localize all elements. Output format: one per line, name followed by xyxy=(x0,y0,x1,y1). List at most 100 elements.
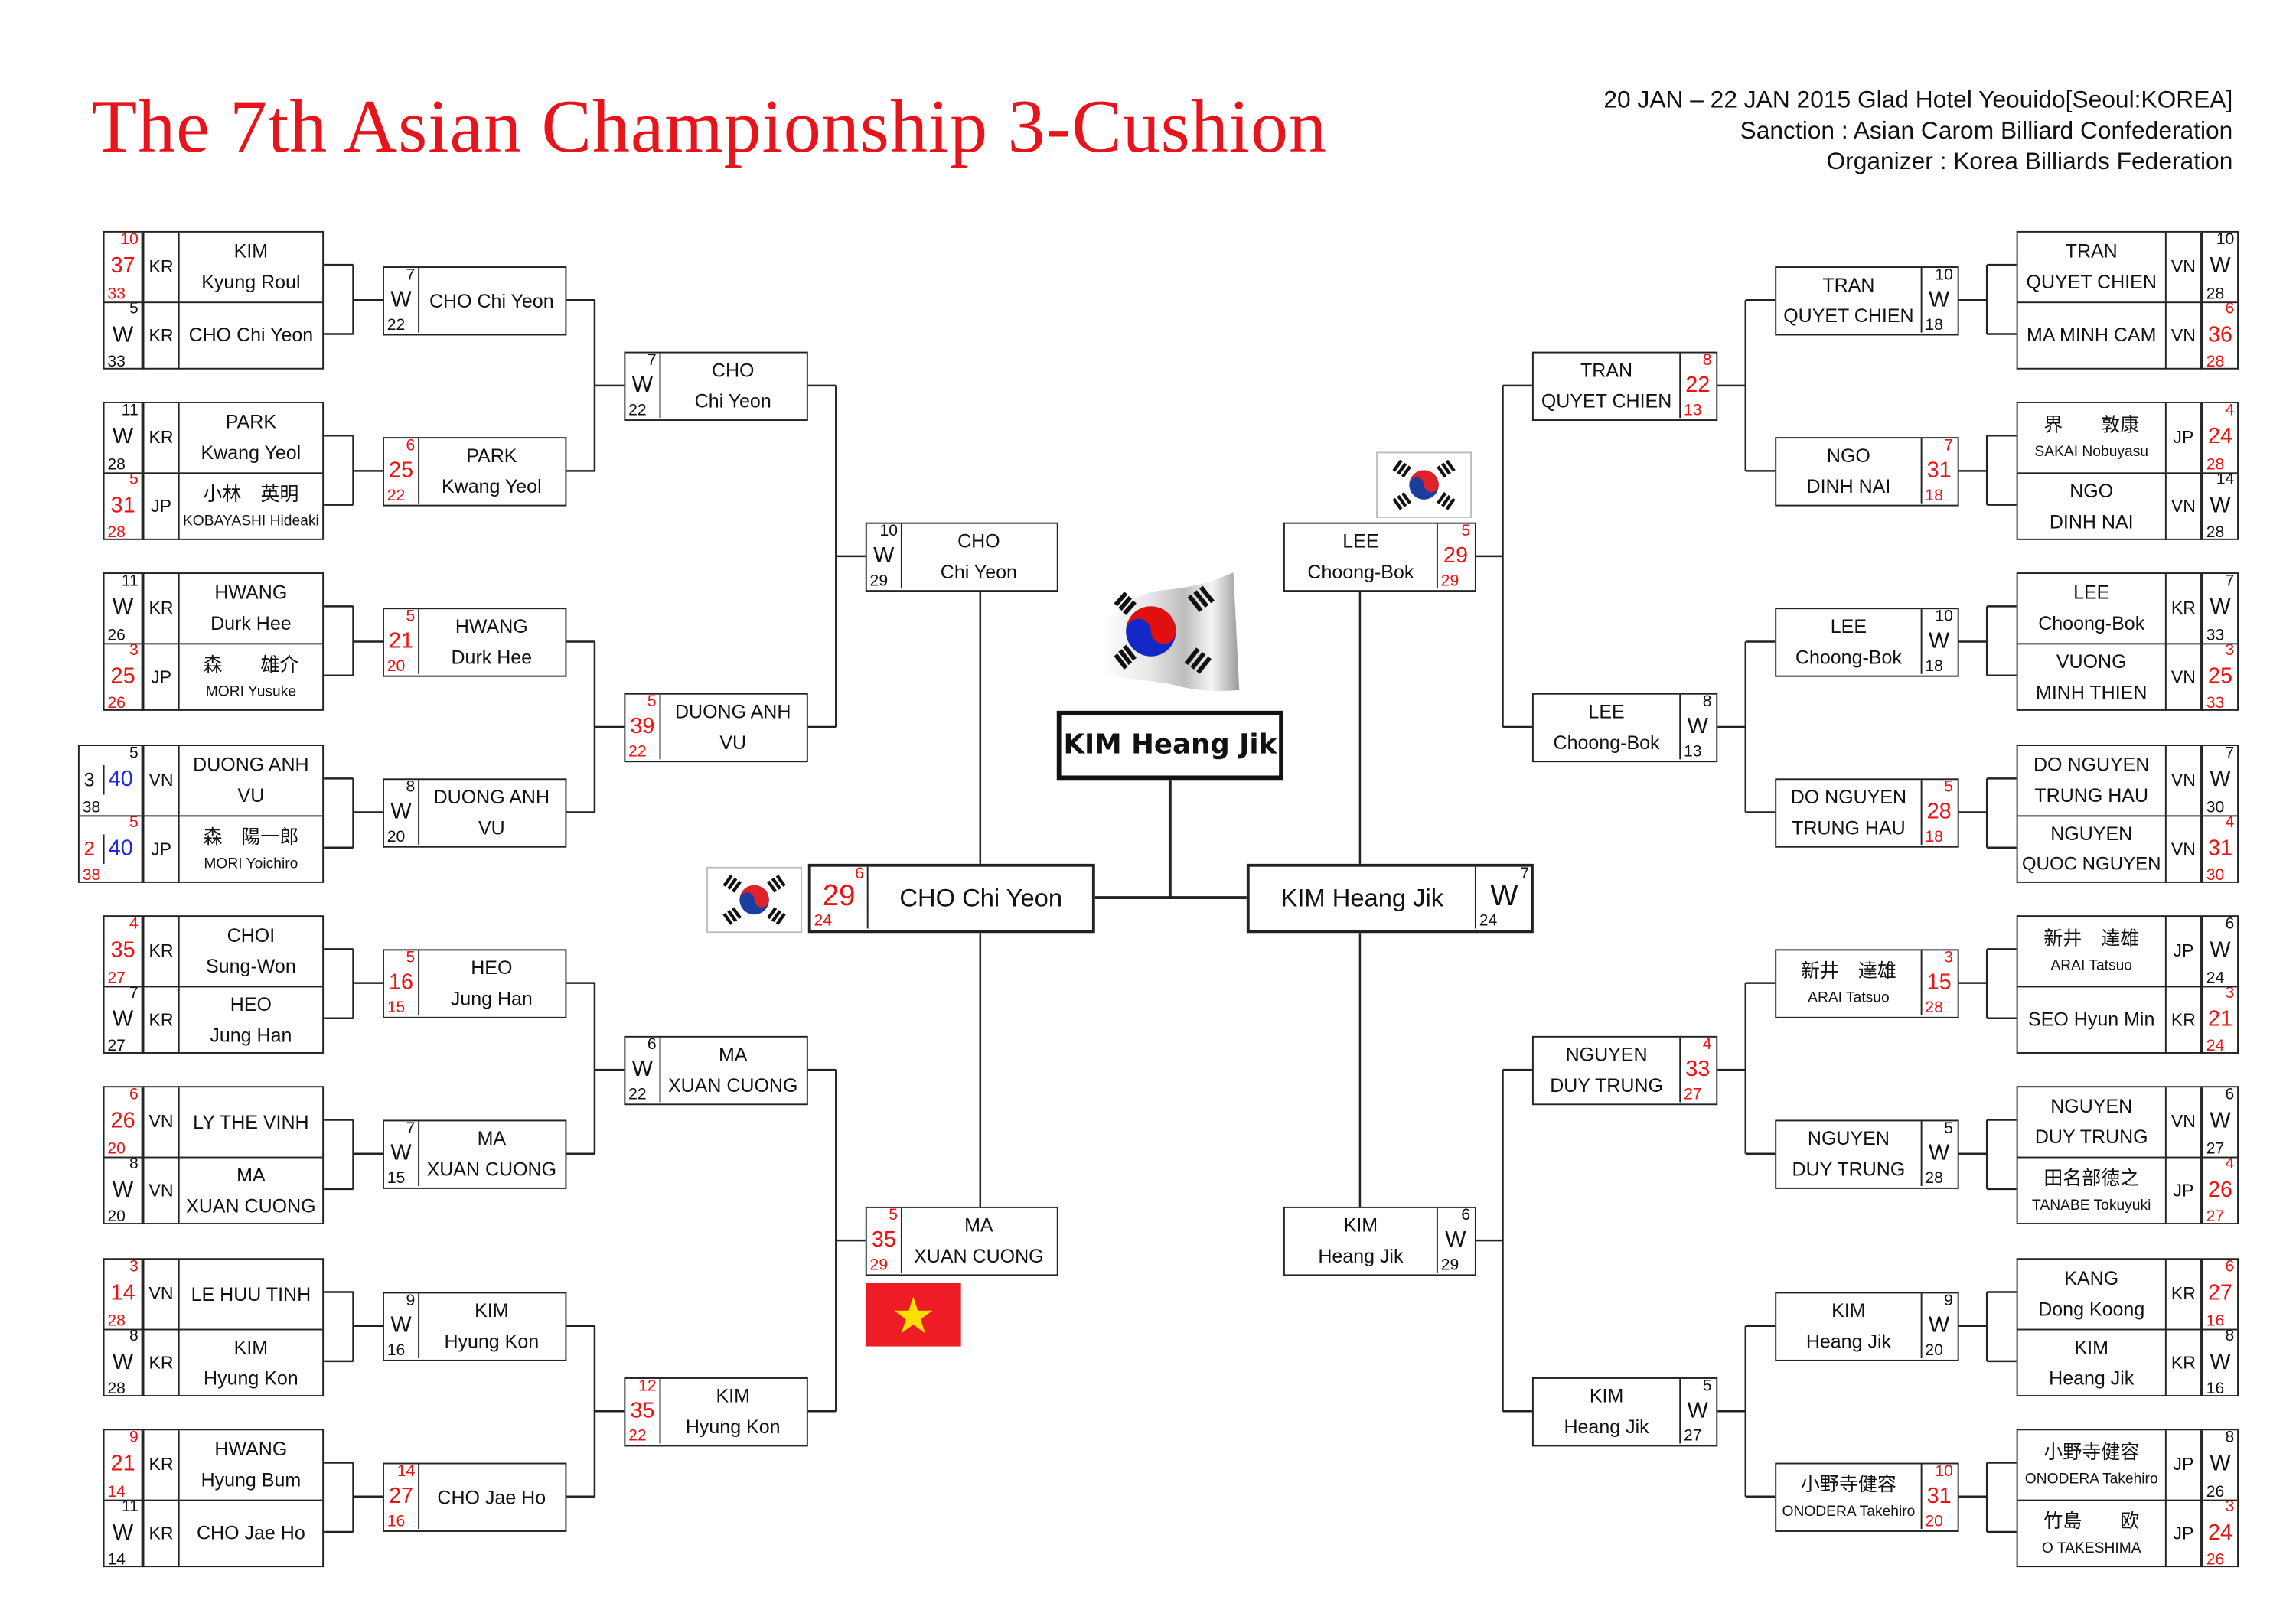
score-value: W xyxy=(1445,1227,1466,1253)
row-divider xyxy=(104,1328,323,1330)
innings: 38 xyxy=(82,798,101,815)
player-name: HWANG Durk Hee xyxy=(419,609,563,674)
innings: 27 xyxy=(2206,1207,2225,1225)
player-name-line: Durk Hee xyxy=(451,646,533,669)
player-name-line: Dong Koong xyxy=(2038,1298,2145,1321)
player-name-line: TANABE Tokuyuki xyxy=(2032,1197,2151,1214)
country-code: JP xyxy=(2164,402,2202,472)
player-name-line: ONODERA Takehiro xyxy=(1782,1504,1916,1520)
score-value: 35 xyxy=(110,937,135,963)
player-name-line: TRAN xyxy=(1822,273,1875,296)
innings: 18 xyxy=(1925,316,1943,333)
event-dates-venue: 20 JAN – 22 JAN 2015 Glad Hotel Yeouido[… xyxy=(1603,86,2233,114)
score-value: 31 xyxy=(110,493,135,518)
country-code-text: JP xyxy=(2173,1454,2194,1475)
row-divider xyxy=(104,471,323,474)
player-name-line: XUAN CUONG xyxy=(914,1244,1044,1267)
player-name-line: QUYET CHIEN xyxy=(1783,305,1914,327)
game-number: 8 xyxy=(406,780,416,797)
innings: 14 xyxy=(107,1550,126,1568)
row-divider xyxy=(104,1498,323,1501)
player-name-line: Heang Jik xyxy=(1318,1244,1404,1267)
game-number: 5 xyxy=(1944,1121,1953,1138)
player-name-line: KANG xyxy=(2064,1267,2119,1290)
player-name-line: KIM xyxy=(716,1384,750,1407)
innings: 20 xyxy=(107,1139,126,1156)
player-name-line: HWANG xyxy=(455,614,528,637)
country-code: KR xyxy=(2164,985,2202,1054)
innings: 30 xyxy=(2206,798,2225,815)
korea-flag-icon xyxy=(706,867,802,934)
country-code-text: KR xyxy=(148,324,174,346)
country-code: JP xyxy=(2164,1155,2202,1225)
game-number: 5 xyxy=(129,471,139,488)
innings: 16 xyxy=(386,1341,406,1359)
score-value: 22 xyxy=(1685,372,1711,398)
player-name-line: MA xyxy=(477,1127,507,1149)
innings: 22 xyxy=(628,1427,647,1444)
game-number: 6 xyxy=(647,1037,657,1054)
score-value: 26 xyxy=(2207,1177,2233,1202)
player-name-line: VU xyxy=(719,731,747,754)
country-code-text: KR xyxy=(148,1522,174,1543)
game-number: 5 xyxy=(129,746,139,763)
country-code: VN xyxy=(2164,642,2202,711)
country-code-text: VN xyxy=(2170,495,2196,517)
score-value: W xyxy=(390,1140,412,1166)
country-code-text: VN xyxy=(148,770,174,791)
score-value: W xyxy=(390,287,412,313)
game-number: 12 xyxy=(638,1378,657,1396)
game-number: 7 xyxy=(1944,438,1953,455)
vietnam-flag-icon xyxy=(865,1282,961,1347)
country-code-text: VN xyxy=(148,1179,174,1201)
country-code: JP xyxy=(142,814,180,883)
player-name-line: KIM xyxy=(1343,1214,1378,1237)
player-name-line: NGO xyxy=(1826,444,1870,467)
player-name-line: Choong-Bok xyxy=(1307,560,1414,583)
game-number: 10 xyxy=(120,232,139,249)
country-code-text: KR xyxy=(148,1351,174,1373)
score-value: 25 xyxy=(110,663,135,689)
innings: 15 xyxy=(386,999,406,1015)
player-name-line: MA xyxy=(236,1163,266,1186)
score-value: 31 xyxy=(1926,1483,1952,1509)
score-value: W xyxy=(112,1349,134,1375)
player-name-line: Hyung Bum xyxy=(201,1468,302,1491)
player-name-line: 新井 達雄 xyxy=(2043,927,2140,950)
innings: 28 xyxy=(1925,1169,1943,1187)
player-name-line: 森 陽一郎 xyxy=(203,825,299,848)
player-name-line: MORI Yoichiro xyxy=(204,855,298,872)
player-name-line: KIM xyxy=(1831,1299,1866,1322)
score-value: W xyxy=(112,321,134,347)
